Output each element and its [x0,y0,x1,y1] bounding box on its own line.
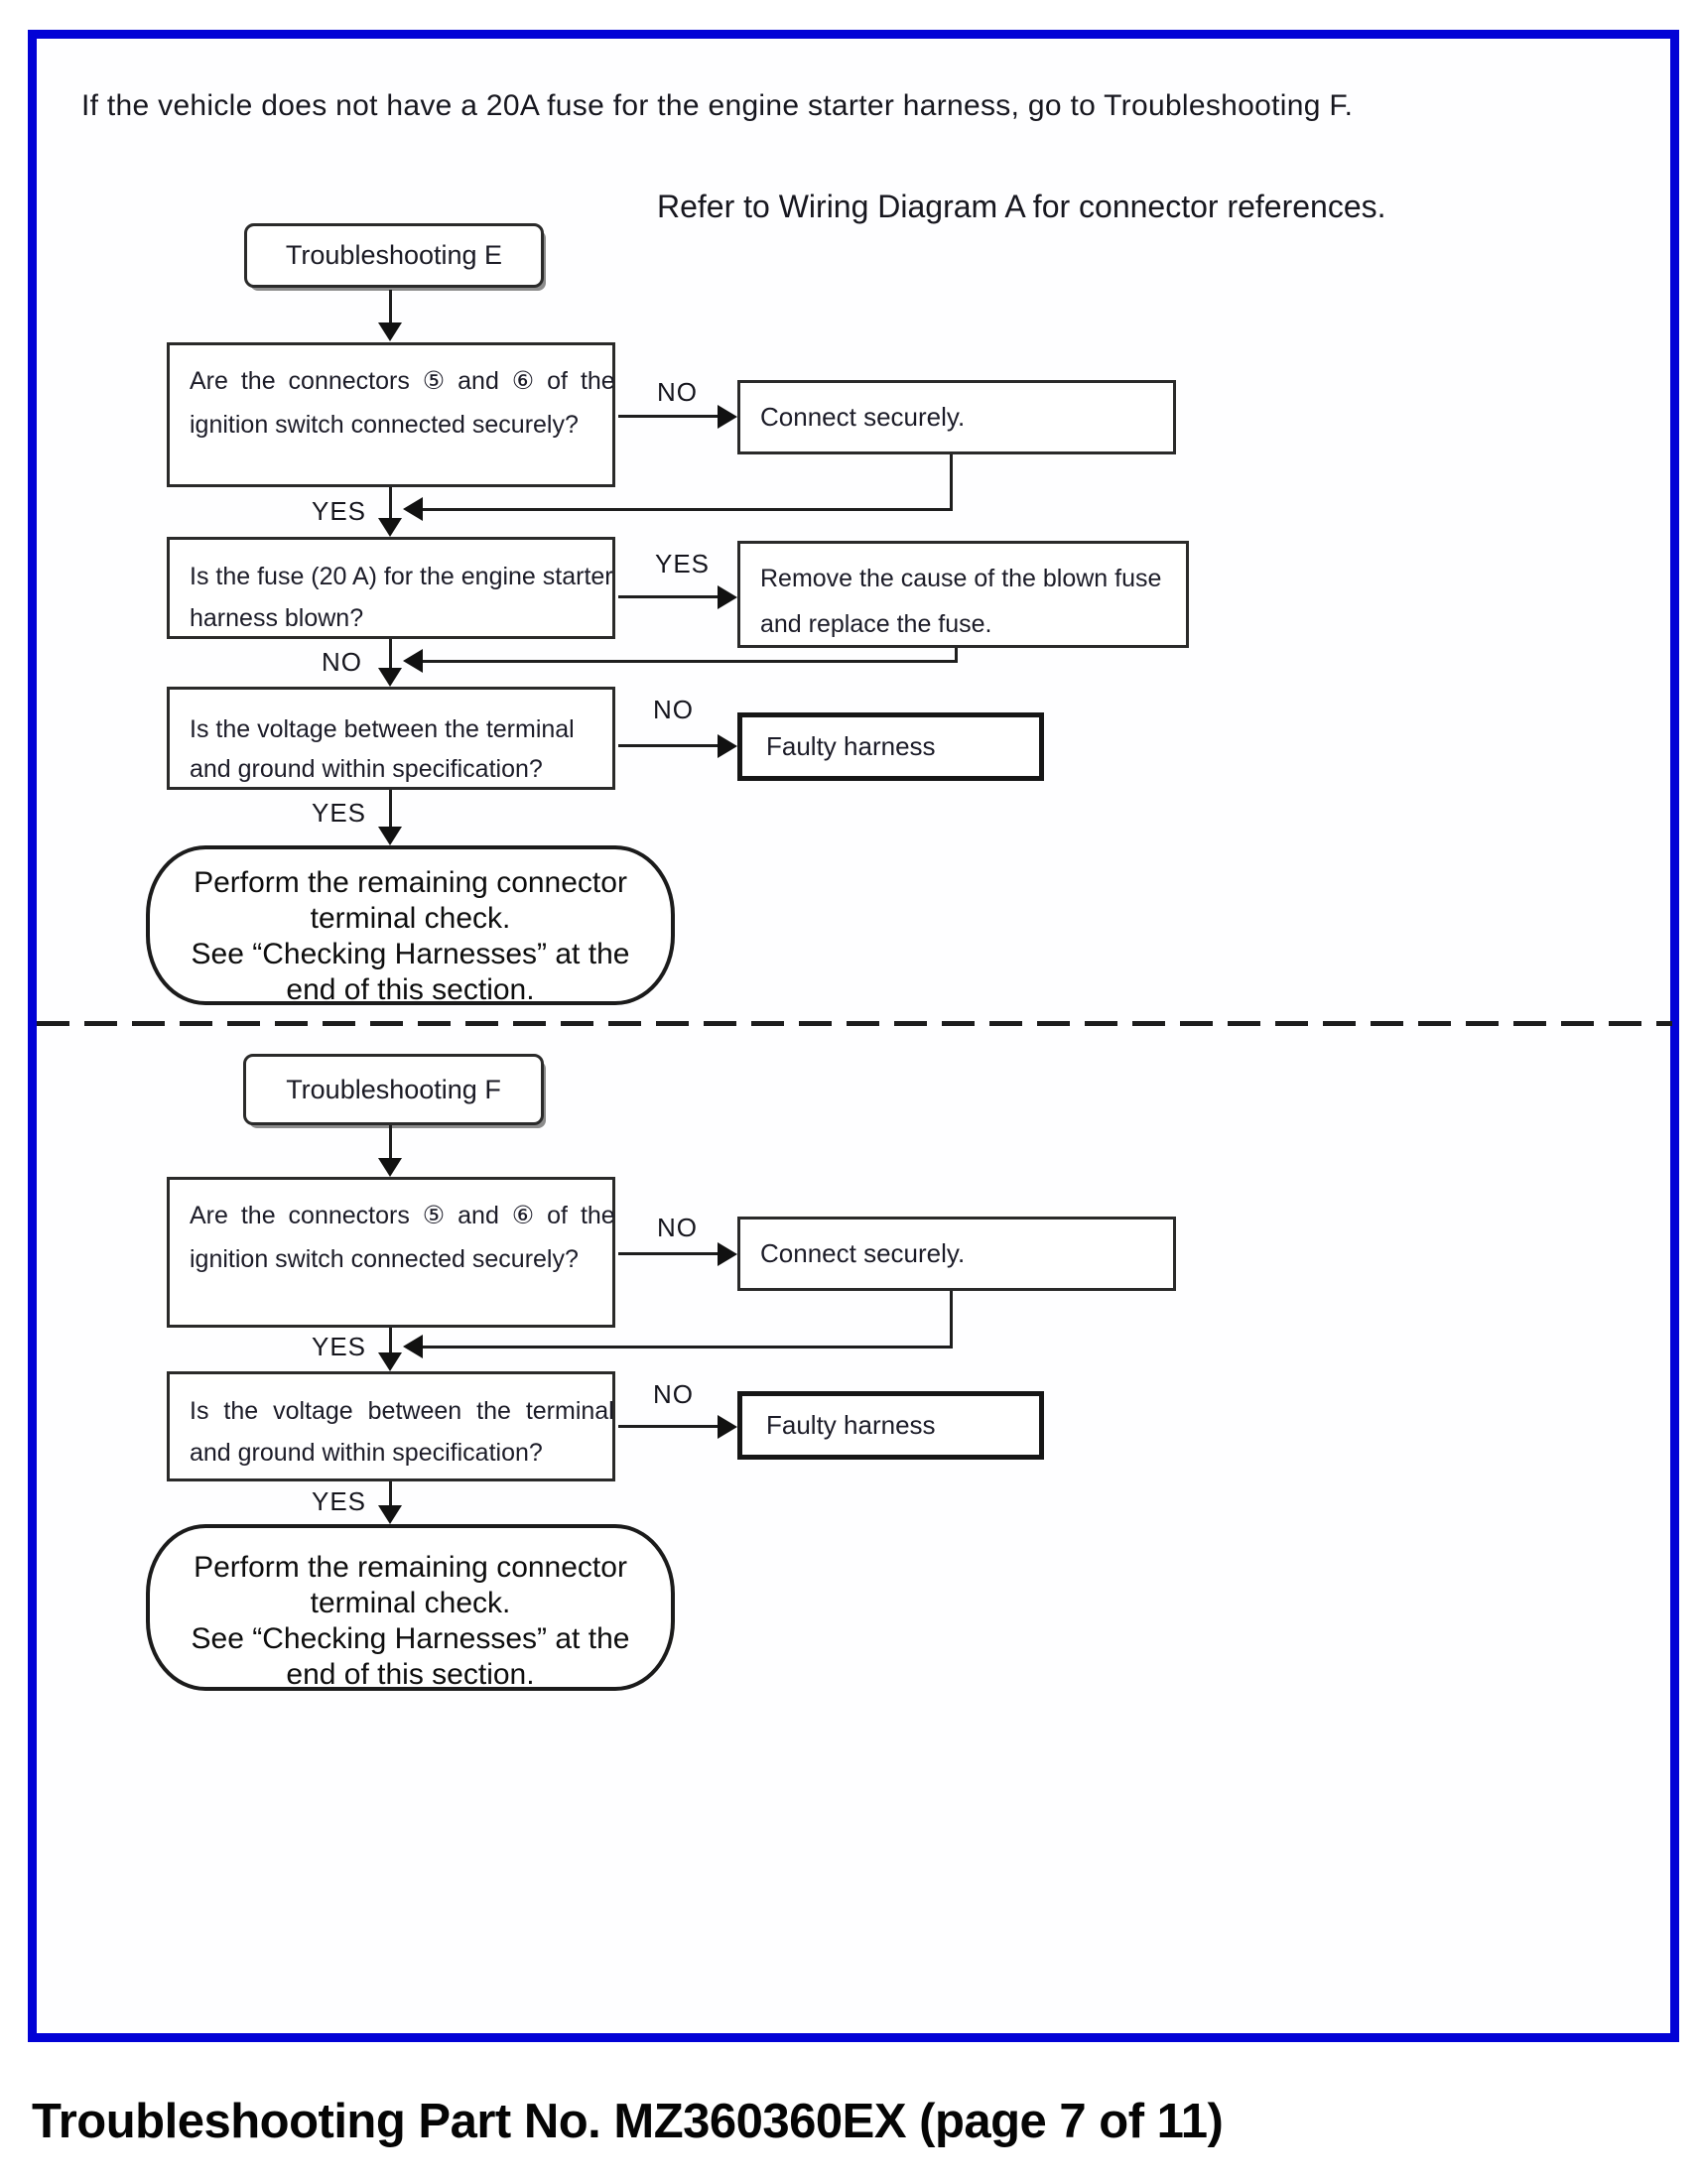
flow-line [389,1481,392,1507]
question-line: ignition switch connected securely? [190,1245,579,1273]
flow-line [389,790,392,828]
action-text: Connect securely. [760,1238,966,1268]
page-caption: Troubleshooting Part No. MZ360360EX (pag… [32,2095,1224,2148]
result-text: Faulty harness [766,731,936,761]
arrow-down [378,827,402,845]
flow-line [389,1328,392,1353]
terminal-line: Perform the remaining connector [194,1551,627,1584]
question-line: harness blown? [190,604,364,632]
section-divider [37,1021,1672,1026]
terminal-line: end of this section. [286,973,535,1006]
question-connectors-secure-e: Are the connectors ⑤ and ⑥ of the igniti… [167,342,615,487]
flow-line [618,1252,720,1255]
result-text: Faulty harness [766,1410,936,1440]
flowchart-f-start: Troubleshooting F [243,1054,544,1125]
arrow-down [378,518,402,537]
yes-label: YES [655,549,711,578]
no-label: NO [322,647,362,677]
terminal-line: See “Checking Harnesses” at the [191,1622,630,1655]
arrow-down [378,668,402,687]
page-frame [28,30,1679,2042]
question-line: and ground within specification? [190,1439,543,1467]
terminal-line: terminal check. [310,902,511,935]
question-line: Are the connectors ⑤ and ⑥ of the [190,367,615,395]
no-label: NO [653,1379,694,1409]
terminal-line: end of this section. [286,1658,535,1691]
flow-line [389,639,392,669]
flow-line [389,487,392,519]
no-label: NO [657,1213,698,1242]
flow-line [618,744,720,747]
flowchart-e-title: Troubleshooting E [285,240,503,270]
wiring-reference-note: Refer to Wiring Diagram A for connector … [657,189,1386,224]
intro-note: If the vehicle does not have a 20A fuse … [81,89,1354,122]
arrow-down [378,322,402,341]
question-voltage-spec-f: Is the voltage between the terminal and … [167,1371,615,1481]
question-connectors-secure-f: Are the connectors ⑤ and ⑥ of the igniti… [167,1177,615,1328]
faulty-harness-result-f: Faulty harness [737,1391,1044,1460]
flow-line [955,648,958,663]
connect-securely-action-f: Connect securely. [737,1217,1176,1291]
connect-securely-action-e: Connect securely. [737,380,1176,454]
arrow-left [403,649,423,673]
terminal-check-end-f: Perform the remaining connector terminal… [146,1524,675,1691]
flowchart-f-title: Troubleshooting F [286,1075,501,1104]
arrow-right [718,734,737,758]
terminal-check-end-e: Perform the remaining connector terminal… [146,845,675,1006]
question-line: Is the voltage between the terminal [190,1397,614,1425]
flow-line [618,1425,720,1428]
arrow-right [718,1415,737,1439]
arrow-right [718,405,737,429]
action-text: Connect securely. [760,402,966,432]
flow-line [950,454,953,510]
flow-line [389,290,392,323]
arrow-right [718,585,737,609]
flow-line [618,595,720,598]
arrow-left [403,497,423,521]
yes-label: YES [312,1486,367,1516]
faulty-harness-result-e: Faulty harness [737,712,1044,781]
question-line: Is the voltage between the terminal [190,715,575,743]
action-line: Remove the cause of the blown fuse [760,565,1162,592]
question-line: ignition switch connected securely? [190,411,579,439]
terminal-line: Perform the remaining connector [194,866,627,899]
no-label: NO [653,695,694,724]
action-line: and replace the fuse. [760,610,992,638]
no-label: NO [657,377,698,407]
yes-label: YES [312,496,367,526]
flow-line [618,415,720,418]
terminal-line: terminal check. [310,1587,511,1619]
flow-line [423,508,953,511]
terminal-line: See “Checking Harnesses” at the [191,938,630,970]
yes-label: YES [312,1332,367,1361]
question-fuse-blown: Is the fuse (20 A) for the engine starte… [167,537,615,639]
flowchart-e-start: Troubleshooting E [244,223,544,288]
flow-line [423,1346,953,1349]
arrow-down [378,1158,402,1177]
arrow-down [378,1352,402,1371]
yes-label: YES [312,798,367,828]
question-voltage-spec-e: Is the voltage between the terminal and … [167,687,615,790]
arrow-down [378,1505,402,1524]
flow-line [389,1125,392,1159]
question-line: and ground within specification? [190,755,543,783]
question-line: Are the connectors ⑤ and ⑥ of the [190,1202,615,1229]
remove-fuse-action: Remove the cause of the blown fuse and r… [737,541,1189,648]
flow-line [950,1291,953,1348]
arrow-right [718,1242,737,1266]
question-line: Is the fuse (20 A) for the engine starte… [190,563,613,590]
flow-line [423,660,958,663]
arrow-left [403,1335,423,1358]
